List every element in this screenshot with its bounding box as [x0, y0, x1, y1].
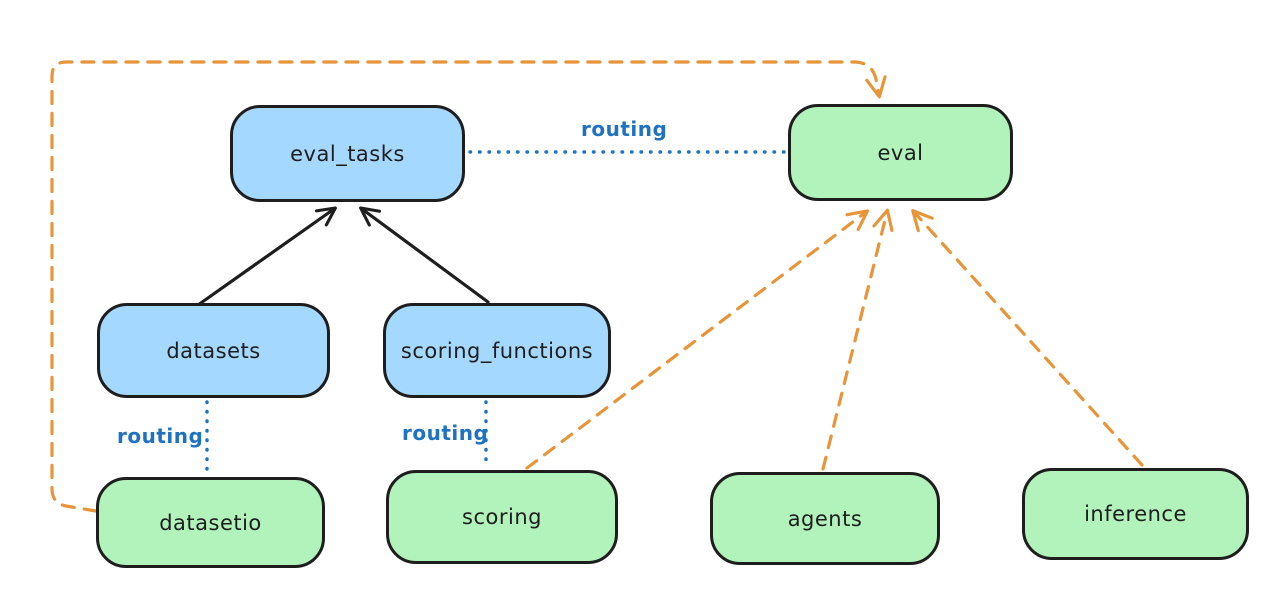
node-scoring-label: scoring: [462, 505, 542, 529]
edge-scoring-to-eval: [525, 209, 870, 470]
node-scoring: scoring: [386, 470, 618, 564]
node-eval-tasks: eval_tasks: [230, 105, 465, 202]
edge-label-routing-scoring-functions-scoring: routing: [402, 421, 489, 445]
node-scoring-functions-label: scoring_functions: [400, 338, 594, 363]
edge-scoring-functions-to-eval-tasks: [359, 206, 490, 304]
node-datasets: datasets: [97, 303, 330, 398]
edge-datasets-to-eval-tasks: [196, 206, 337, 307]
node-scoring-functions: scoring_functions: [383, 303, 611, 398]
node-eval-label: eval: [877, 140, 924, 165]
edge-inference-to-eval: [911, 209, 1144, 467]
node-datasetio-label: datasetio: [159, 510, 262, 535]
node-agents-label: agents: [787, 506, 863, 531]
node-datasets-label: datasets: [166, 338, 261, 363]
node-inference-label: inference: [1084, 502, 1187, 526]
node-agents: agents: [710, 472, 940, 565]
edge-agents-to-eval: [821, 208, 894, 471]
node-inference: inference: [1022, 468, 1249, 560]
edge-label-routing-eval-tasks-eval: routing: [581, 117, 668, 141]
edge-label-routing-datasets-datasetio: routing: [117, 424, 204, 448]
node-eval: eval: [788, 104, 1013, 201]
node-datasetio: datasetio: [96, 477, 325, 568]
node-eval-tasks-label: eval_tasks: [290, 141, 405, 166]
